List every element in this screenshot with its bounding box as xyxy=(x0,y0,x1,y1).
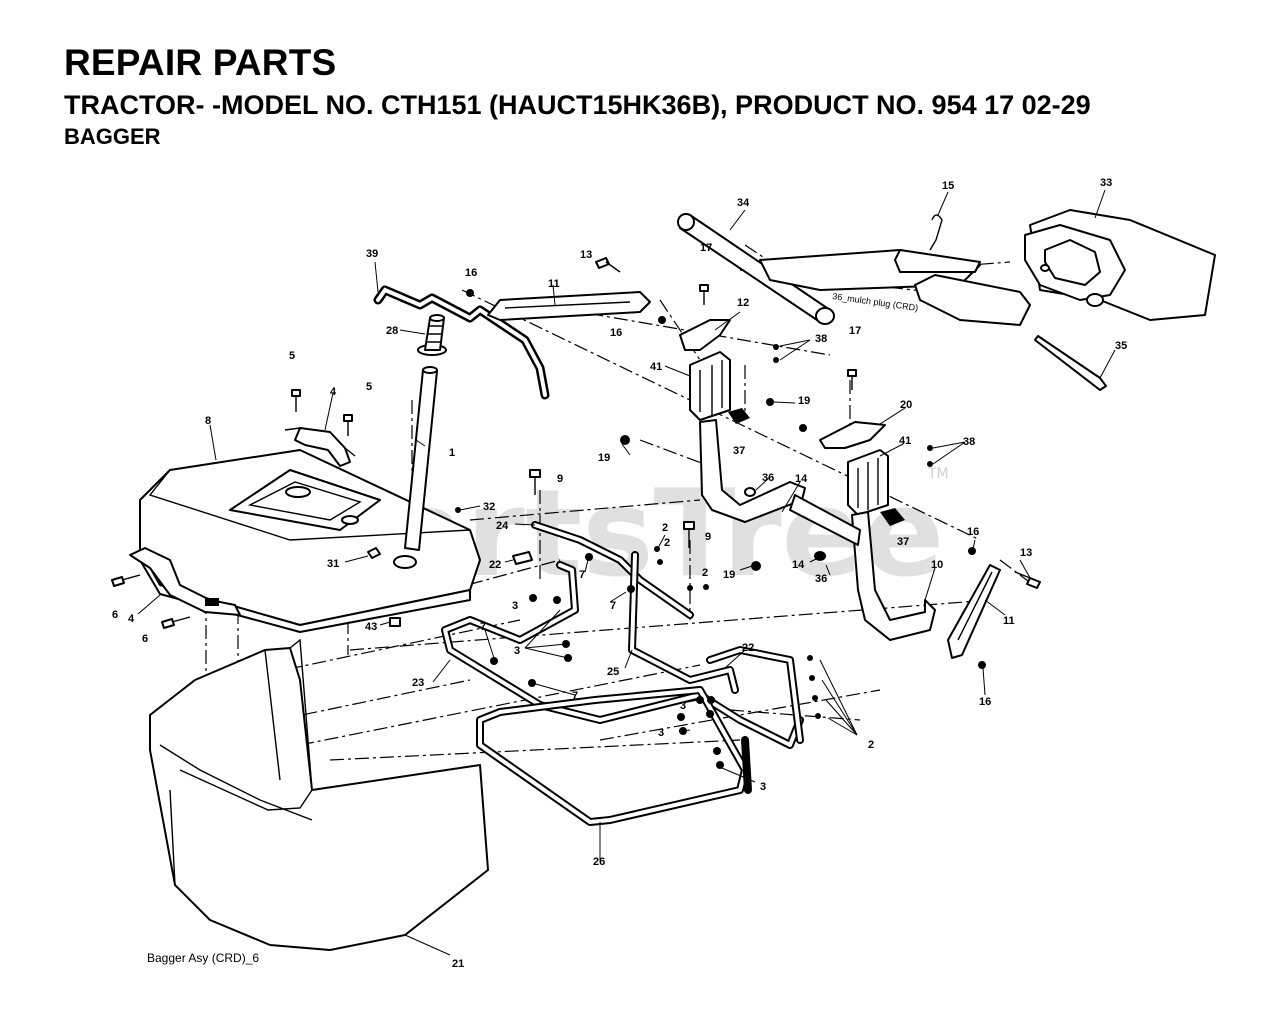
callout-16: 16 xyxy=(610,327,622,339)
callout-6: 6 xyxy=(142,633,148,645)
callout-1: 1 xyxy=(449,447,455,459)
callout-36: 36 xyxy=(762,472,774,484)
callout-16: 16 xyxy=(979,696,991,708)
cover-handles xyxy=(129,427,356,616)
hitch-frame xyxy=(699,419,936,641)
bracket-top xyxy=(487,291,651,321)
bag-frames xyxy=(441,521,804,749)
page-title: REPAIR PARTS xyxy=(64,42,337,83)
callout-3: 3 xyxy=(760,781,766,793)
dump-handle xyxy=(373,285,550,400)
callout-17: 17 xyxy=(849,325,861,337)
hitch-plates xyxy=(689,351,889,516)
callout-14: 14 xyxy=(795,473,808,485)
top-tube xyxy=(677,213,1031,326)
callout-13: 13 xyxy=(1020,547,1032,559)
callout-39: 39 xyxy=(366,248,378,260)
section-title: BAGGER xyxy=(64,124,161,149)
callout-37: 37 xyxy=(897,536,909,548)
callout-17: 17 xyxy=(700,242,712,254)
callout-43: 43 xyxy=(365,621,377,633)
hairpin-clip xyxy=(929,214,943,251)
callout-20: 20 xyxy=(900,399,912,411)
callout-5: 5 xyxy=(289,350,295,362)
callout-34: 34 xyxy=(737,197,750,209)
callout-8: 8 xyxy=(205,415,211,427)
upper-brackets xyxy=(679,319,886,449)
callout-19: 19 xyxy=(723,569,735,581)
callout-4: 4 xyxy=(128,613,135,625)
mulch-plug-note: 36_mulch plug (CRD) xyxy=(832,291,919,313)
callout-4: 4 xyxy=(330,386,337,398)
callout-12: 12 xyxy=(737,297,749,309)
callout-7: 7 xyxy=(610,600,616,612)
callout-11: 11 xyxy=(548,278,560,290)
callout-7: 7 xyxy=(572,690,578,702)
callout-28: 28 xyxy=(386,325,398,337)
watermark-tm: TM xyxy=(927,466,949,482)
callout-23: 23 xyxy=(412,677,424,689)
fasteners xyxy=(111,257,1041,769)
pin xyxy=(1034,335,1107,391)
callout-21: 21 xyxy=(452,958,464,970)
callout-2: 2 xyxy=(662,522,668,534)
bottom-frame xyxy=(476,686,752,826)
callout-22: 22 xyxy=(742,642,754,654)
model-subtitle: TRACTOR- -MODEL NO. CTH151 (HAUCT15HK36B… xyxy=(64,90,1091,120)
callout-24: 24 xyxy=(496,520,509,532)
callout-10: 10 xyxy=(931,559,943,571)
callout-25: 25 xyxy=(607,666,619,678)
bracket-right xyxy=(947,564,1001,659)
callout-5: 5 xyxy=(366,381,372,393)
callout-15: 15 xyxy=(942,180,954,192)
callout-9: 9 xyxy=(705,531,711,543)
leader-lines xyxy=(137,189,1116,956)
callout-19: 19 xyxy=(798,395,810,407)
callout-9: 9 xyxy=(557,473,563,485)
callout-41: 41 xyxy=(899,435,911,447)
callout-3: 3 xyxy=(514,645,520,657)
callout-3: 3 xyxy=(680,700,686,712)
callout-11: 11 xyxy=(1003,615,1015,627)
callout-labels: 1 2 2 2 2 3 3 3 3 3 4 4 5 5 6 6 7 7 7 7 … xyxy=(112,177,1127,970)
grass-bag xyxy=(149,638,489,951)
callout-31: 31 xyxy=(327,558,339,570)
callout-38: 38 xyxy=(815,333,827,345)
callout-36: 36 xyxy=(815,573,827,585)
callout-13: 13 xyxy=(580,249,592,261)
callout-35: 35 xyxy=(1115,340,1127,352)
callout-3: 3 xyxy=(512,600,518,612)
callout-16: 16 xyxy=(465,267,477,279)
figure-reference: Bagger Asy (CRD)_6 xyxy=(147,951,259,965)
callout-38: 38 xyxy=(963,436,975,448)
callout-2: 2 xyxy=(868,739,874,751)
callout-16: 16 xyxy=(967,526,979,538)
callout-14: 14 xyxy=(792,559,805,571)
pads xyxy=(728,408,905,526)
callout-22: 22 xyxy=(489,559,501,571)
callout-26: 26 xyxy=(593,856,605,868)
callout-2: 2 xyxy=(702,567,708,579)
callout-7: 7 xyxy=(579,569,585,581)
callout-7: 7 xyxy=(480,621,486,633)
callout-32: 32 xyxy=(483,501,495,513)
chute-adapter xyxy=(1024,209,1216,321)
callout-41: 41 xyxy=(650,361,662,373)
callout-37: 37 xyxy=(733,445,745,457)
callout-33: 33 xyxy=(1100,177,1112,189)
grip-assembly xyxy=(417,314,447,356)
callout-6: 6 xyxy=(112,609,118,621)
callout-19: 19 xyxy=(598,452,610,464)
callout-3: 3 xyxy=(658,727,664,739)
callout-2: 2 xyxy=(664,537,670,549)
support-rod xyxy=(404,366,438,551)
